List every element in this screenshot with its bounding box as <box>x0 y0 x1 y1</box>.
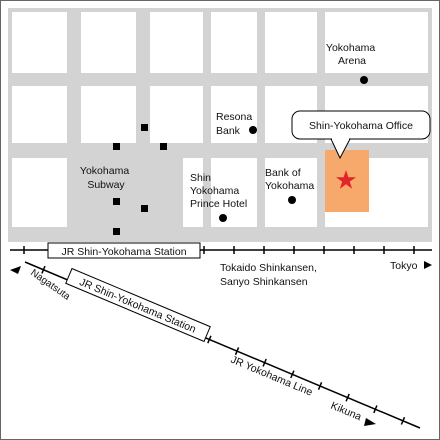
yokohama-arena-label: Yokohama Arena <box>326 42 378 67</box>
subway-exit-marker <box>141 205 148 212</box>
rail-tie <box>262 358 267 367</box>
bank-of-yokohama-marker <box>288 196 296 204</box>
diagonal-station-label-box <box>65 267 211 343</box>
yokohama-arena-marker <box>360 76 368 84</box>
office-star-icon <box>336 170 356 189</box>
road-left-edge <box>8 8 12 242</box>
tokyo-arrow-icon <box>424 261 432 269</box>
bank-of-yokohama-label: Bank of Yokohama <box>265 167 314 192</box>
rail-tie <box>290 370 295 379</box>
resona-bank-marker <box>249 126 257 134</box>
road-network <box>8 8 432 242</box>
road-top-edge <box>8 8 432 12</box>
station-label: JR Shin-Yokohama Station <box>61 246 186 258</box>
station-label-box <box>47 242 201 259</box>
shinkansen-label: Tokaido Shinkansen, Sanyo Shinkansen <box>220 262 320 288</box>
callout-label: Shin-Yokohama Office <box>309 120 413 132</box>
kikuna-arrow-icon <box>364 418 376 426</box>
callout-joint <box>332 137 349 141</box>
rail-tie <box>345 393 350 402</box>
road-horizontal-upper <box>8 73 432 86</box>
rail-tie <box>207 335 212 344</box>
road-vertical-1 <box>67 8 81 242</box>
office-callout: Shin-Yokohama Office <box>291 110 431 160</box>
road-vertical-4 <box>257 8 265 242</box>
callout-box <box>291 110 431 140</box>
rail-tie <box>400 416 406 425</box>
subway-exit-marker <box>113 228 120 235</box>
subway-exit-marker <box>141 124 148 131</box>
rail-tie <box>41 265 46 274</box>
prince-hotel-label: Shin Yokohama Prince Hotel <box>190 172 247 210</box>
nagatsuta-arrow-icon <box>10 266 21 274</box>
resona-bank-label: Resona Bank <box>216 111 255 137</box>
prince-hotel-marker <box>219 214 227 222</box>
tokyo-label: Tokyo <box>390 260 418 272</box>
rail-tie <box>317 382 323 390</box>
subway-exit-marker <box>160 143 167 150</box>
subway-exit-markers <box>113 124 167 235</box>
road-vertical-3 <box>203 8 211 242</box>
rail-tie <box>234 347 240 356</box>
rail-tie <box>373 405 378 414</box>
subway-station-area <box>81 150 183 228</box>
subway-exit-marker <box>113 143 120 150</box>
subway-label: Yokohama Subway <box>80 165 132 191</box>
subway-exit-marker <box>113 198 120 205</box>
